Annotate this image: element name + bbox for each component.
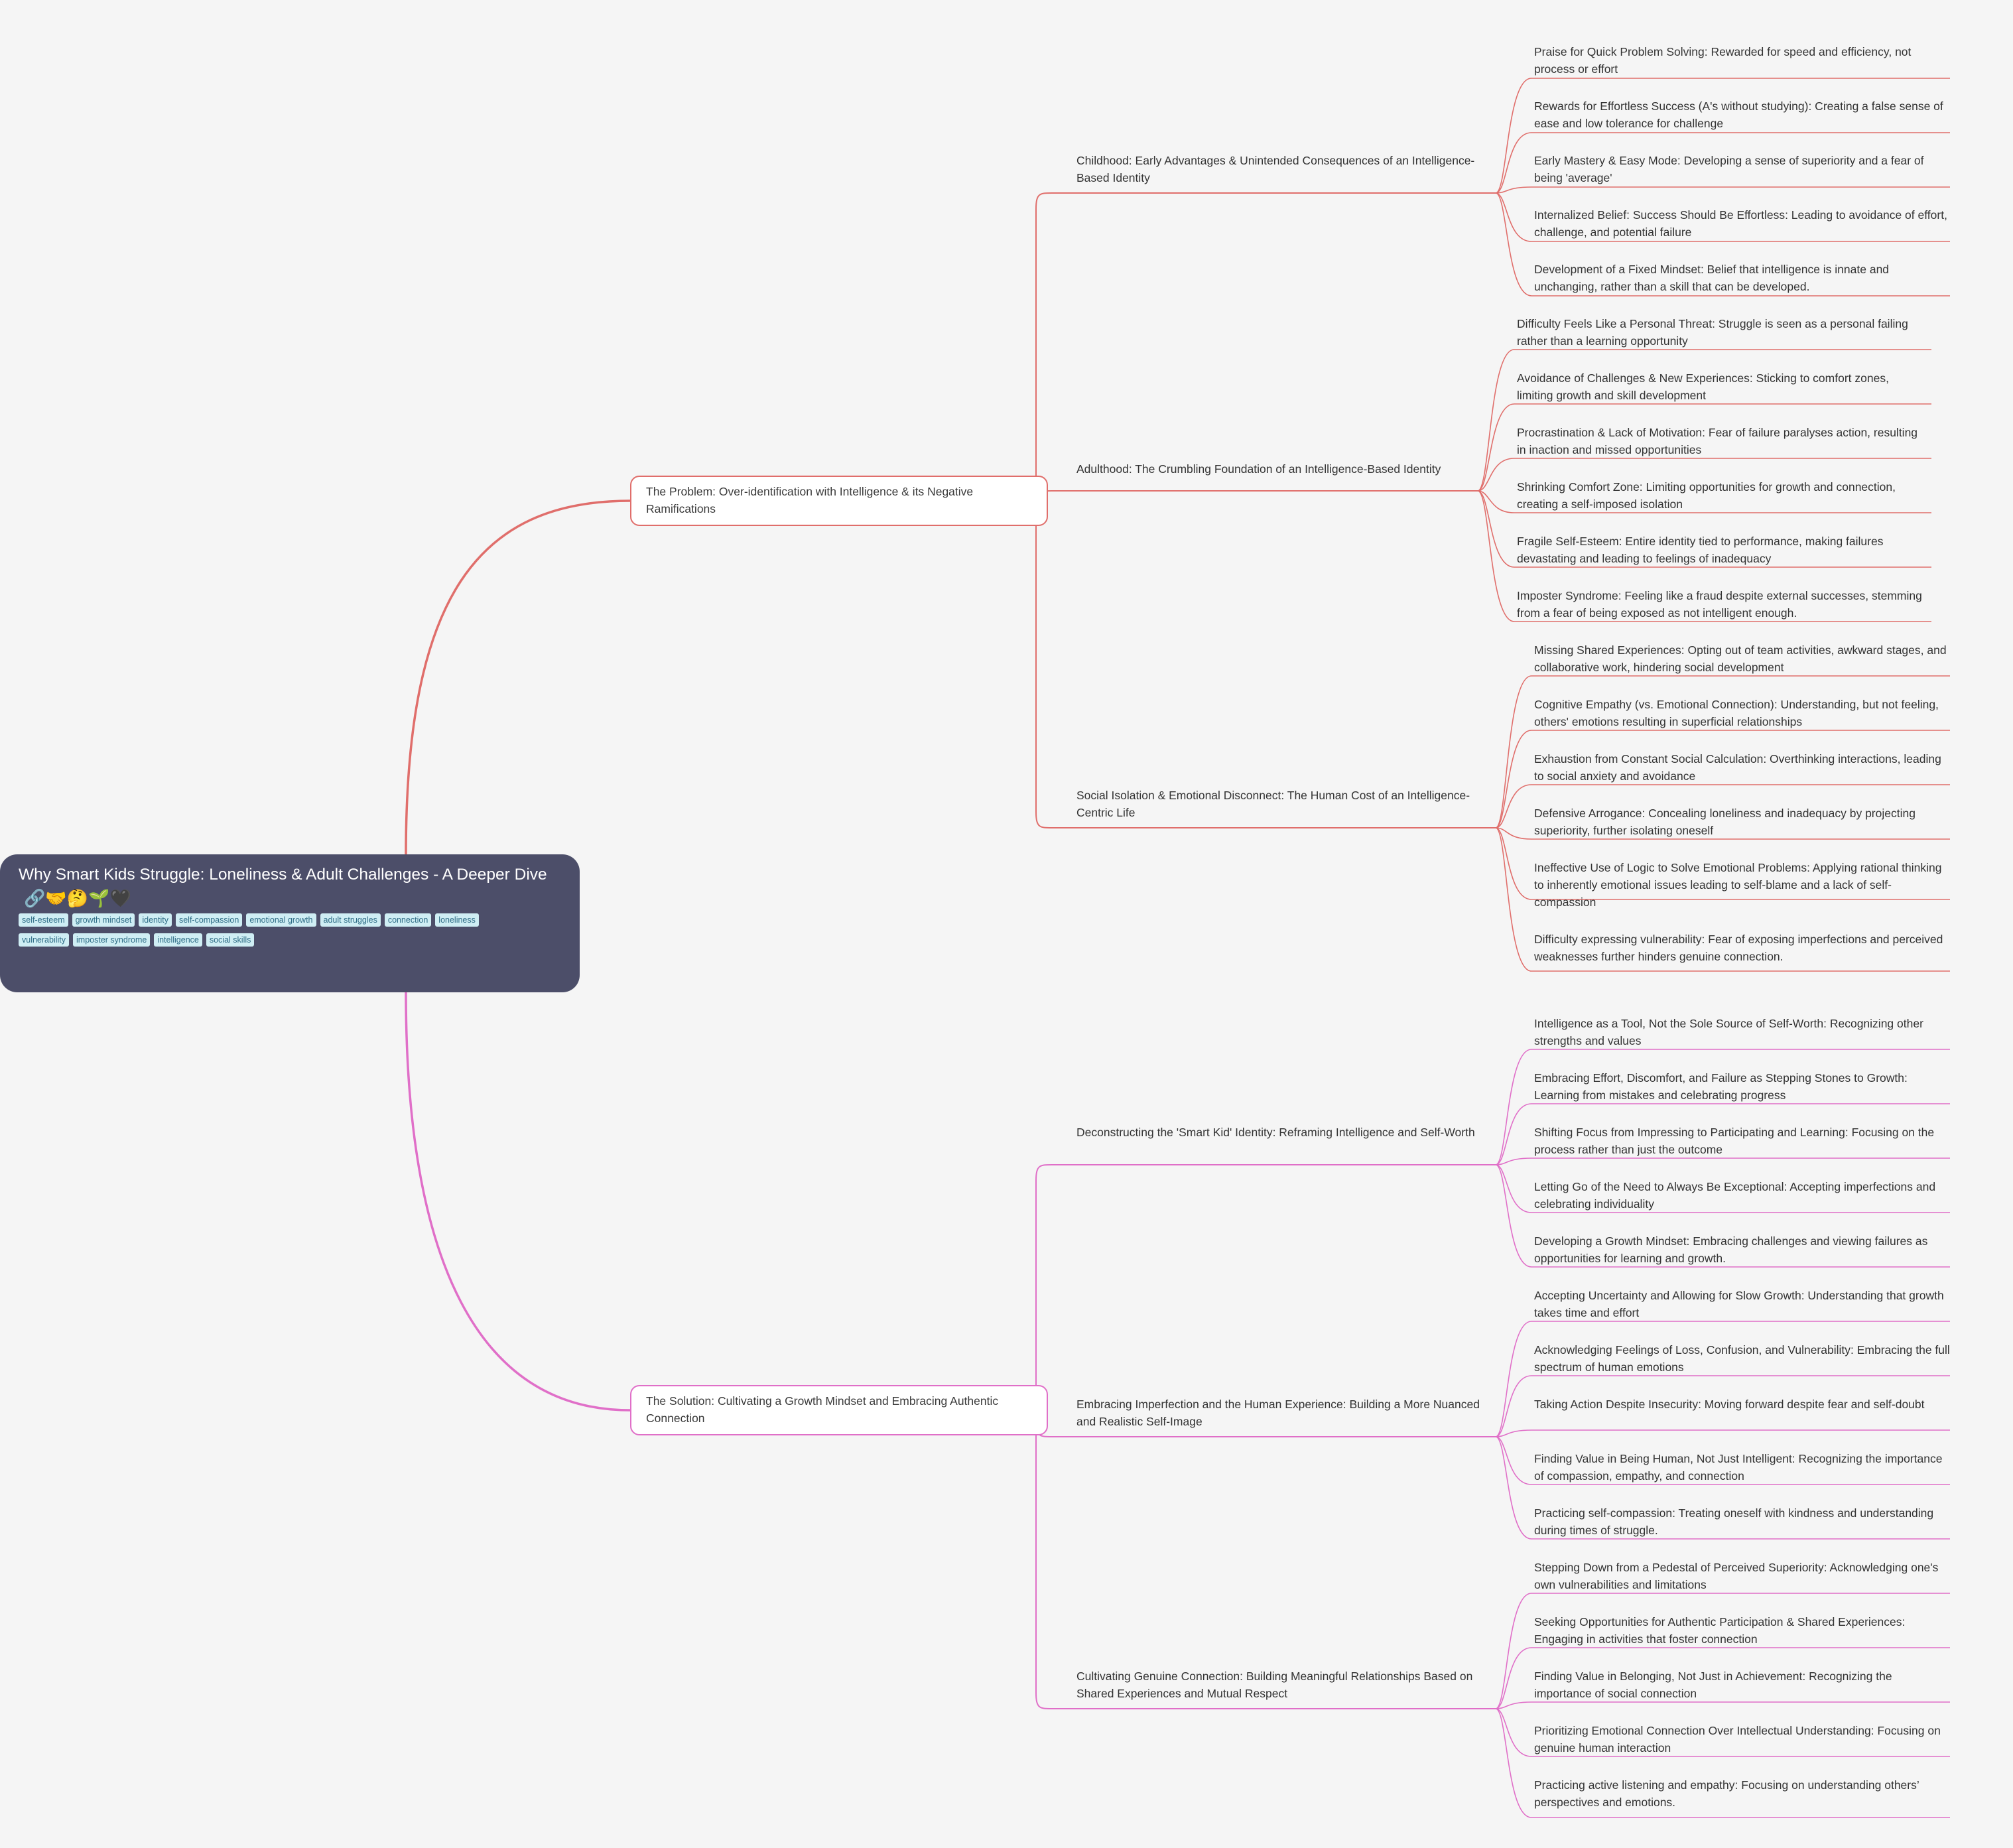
topic-to-leaf-connector <box>1495 1375 1950 1437</box>
root-to-solution-connector <box>405 992 631 1412</box>
topic-to-leaf-connector <box>1495 1708 1950 1757</box>
topic-to-leaf-connector <box>1495 192 1950 297</box>
section-to-topic-connector <box>1035 484 1478 507</box>
leaf-node[interactable]: Missing Shared Experiences: Opting out o… <box>1534 643 1947 674</box>
leaf-node[interactable]: Imposter Syndrome: Feeling like a fraud … <box>1517 589 1922 620</box>
topic-to-leaf-connector <box>1495 1701 1950 1709</box>
leaf-node[interactable]: Finding Value in Belonging, Not Just in … <box>1534 1670 1892 1700</box>
section-to-topic-connector <box>1035 500 1496 828</box>
section-problem-node[interactable]: The Problem: Over-identification with In… <box>630 476 1048 526</box>
topic-to-leaf-connector <box>1495 1103 1950 1165</box>
topic-to-leaf-connector <box>1495 730 1950 828</box>
topic-to-leaf-connector <box>1477 490 1931 513</box>
topic-to-leaf-connector <box>1495 192 1950 242</box>
root-emoji-icons: 🔗🤝🤔🌱🖤 <box>24 888 131 908</box>
topic-to-leaf-connector <box>1495 1157 1950 1165</box>
leaf-node[interactable]: Difficulty Feels Like a Personal Threat:… <box>1517 317 1908 348</box>
topic-to-leaf-connector <box>1477 490 1931 622</box>
leaf-node[interactable]: Shrinking Comfort Zone: Limiting opportu… <box>1517 480 1896 511</box>
section-to-topic-connector <box>1035 192 1496 501</box>
topic-deconstructing-identity[interactable]: Deconstructing the 'Smart Kid' Identity:… <box>1076 1126 1475 1139</box>
root-node[interactable]: Why Smart Kids Struggle: Loneliness & Ad… <box>0 854 580 992</box>
topic-to-leaf-connector <box>1495 132 1950 194</box>
root-title: Why Smart Kids Struggle: Loneliness & Ad… <box>19 866 547 884</box>
tag[interactable]: imposter syndrome <box>73 933 151 947</box>
tag[interactable]: connection <box>384 913 432 927</box>
topic-to-leaf-connector <box>1495 186 1950 194</box>
leaf-node[interactable]: Stepping Down from a Pedestal of Perceiv… <box>1534 1561 1939 1591</box>
tag[interactable]: intelligence <box>154 933 202 947</box>
leaf-node[interactable]: Practicing self-compassion: Treating one… <box>1534 1506 1934 1537</box>
section-to-topic-connector <box>1035 1410 1496 1709</box>
topic-to-leaf-connector <box>1495 827 1950 972</box>
leaf-node[interactable]: Seeking Opportunities for Authentic Part… <box>1534 1615 1906 1646</box>
section-solution-node[interactable]: The Solution: Cultivating a Growth Minds… <box>630 1385 1048 1435</box>
topic-to-leaf-connector <box>1477 349 1931 492</box>
leaf-node[interactable]: Intelligence as a Tool, Not the Sole Sou… <box>1534 1017 1923 1047</box>
tag[interactable]: social skills <box>206 933 255 947</box>
leaf-node[interactable]: Procrastination & Lack of Motivation: Fe… <box>1517 426 1918 456</box>
topic-genuine-connection[interactable]: Cultivating Genuine Connection: Building… <box>1076 1670 1473 1700</box>
topic-social-isolation[interactable]: Social Isolation & Emotional Disconnect:… <box>1076 789 1470 819</box>
topic-to-leaf-connector <box>1495 675 1950 828</box>
topic-to-leaf-connector <box>1495 827 1950 840</box>
section-to-topic-connector <box>1035 1164 1496 1411</box>
topic-to-leaf-connector <box>1495 1429 1950 1437</box>
tag[interactable]: emotional growth <box>246 913 316 927</box>
topic-childhood[interactable]: Childhood: Early Advantages & Unintended… <box>1076 154 1475 184</box>
topic-to-leaf-connector <box>1495 1708 1950 1818</box>
tag[interactable]: adult struggles <box>320 913 381 927</box>
topic-to-leaf-connector <box>1495 784 1950 828</box>
leaf-node[interactable]: Exhaustion from Constant Social Calculat… <box>1534 752 1941 783</box>
leaf-node[interactable]: Difficulty expressing vulnerability: Fea… <box>1534 933 1943 963</box>
leaf-node[interactable]: Finding Value in Being Human, Not Just I… <box>1534 1452 1943 1483</box>
section-problem-title: The Problem: Over-identification with In… <box>646 485 974 515</box>
tag[interactable]: self-esteem <box>19 913 68 927</box>
topic-to-leaf-connector <box>1495 1049 1950 1165</box>
leaf-node[interactable]: Developing a Growth Mindset: Embracing c… <box>1534 1234 1928 1265</box>
leaf-node[interactable]: Early Mastery & Easy Mode: Developing a … <box>1534 154 1924 184</box>
root-to-problem-connector <box>405 499 631 855</box>
tag[interactable]: loneliness <box>435 913 479 927</box>
leaf-node[interactable]: Development of a Fixed Mindset: Belief t… <box>1534 263 1890 293</box>
leaf-node[interactable]: Ineffective Use of Logic to Solve Emotio… <box>1534 861 1942 909</box>
leaf-node[interactable]: Defensive Arrogance: Concealing loneline… <box>1534 807 1916 837</box>
topic-to-leaf-connector <box>1477 490 1931 568</box>
topic-to-leaf-connector <box>1495 1164 1950 1213</box>
tag[interactable]: growth mindset <box>72 913 135 927</box>
topic-to-leaf-connector <box>1495 1321 1950 1437</box>
topic-to-leaf-connector <box>1495 1593 1950 1709</box>
topic-to-leaf-connector <box>1477 403 1931 492</box>
topic-to-leaf-connector <box>1495 1647 1950 1709</box>
tag[interactable]: identity <box>139 913 172 927</box>
leaf-node[interactable]: Letting Go of the Need to Always Be Exce… <box>1534 1180 1936 1211</box>
leaf-node[interactable]: Embracing Effort, Discomfort, and Failur… <box>1534 1071 1908 1102</box>
leaf-node[interactable]: Rewards for Effortless Success (A's with… <box>1534 99 1943 130</box>
topic-to-leaf-connector <box>1477 458 1931 492</box>
leaf-node[interactable]: Practicing active listening and empathy:… <box>1534 1778 1919 1809</box>
leaf-node[interactable]: Cognitive Empathy (vs. Emotional Connect… <box>1534 698 1939 728</box>
leaf-node[interactable]: Fragile Self-Esteem: Entire identity tie… <box>1517 535 1884 565</box>
leaf-node[interactable]: Prioritizing Emotional Connection Over I… <box>1534 1724 1941 1754</box>
leaf-node[interactable]: Acknowledging Feelings of Loss, Confusio… <box>1534 1343 1950 1374</box>
topic-to-leaf-connector <box>1495 1164 1950 1268</box>
leaf-node[interactable]: Avoidance of Challenges & New Experience… <box>1517 371 1889 402</box>
topic-to-leaf-connector <box>1495 1436 1950 1540</box>
leaf-node[interactable]: Shifting Focus from Impressing to Partic… <box>1534 1126 1935 1156</box>
leaf-node[interactable]: Internalized Belief: Success Should Be E… <box>1534 208 1947 239</box>
tag[interactable]: self-compassion <box>175 913 243 927</box>
topic-to-leaf-connector <box>1495 1436 1950 1485</box>
topic-embracing-imperfection[interactable]: Embracing Imperfection and the Human Exp… <box>1076 1398 1480 1428</box>
topic-to-leaf-connector <box>1495 78 1950 194</box>
leaf-node[interactable]: Accepting Uncertainty and Allowing for S… <box>1534 1289 1944 1319</box>
section-solution-title: The Solution: Cultivating a Growth Minds… <box>646 1394 999 1425</box>
leaf-node[interactable]: Taking Action Despite Insecurity: Moving… <box>1534 1398 1925 1411</box>
leaf-node[interactable]: Praise for Quick Problem Solving: Reward… <box>1534 45 1912 76</box>
topic-adulthood[interactable]: Adulthood: The Crumbling Foundation of a… <box>1076 462 1441 476</box>
topic-to-leaf-connector <box>1495 827 1950 900</box>
tag[interactable]: vulnerability <box>19 933 70 947</box>
